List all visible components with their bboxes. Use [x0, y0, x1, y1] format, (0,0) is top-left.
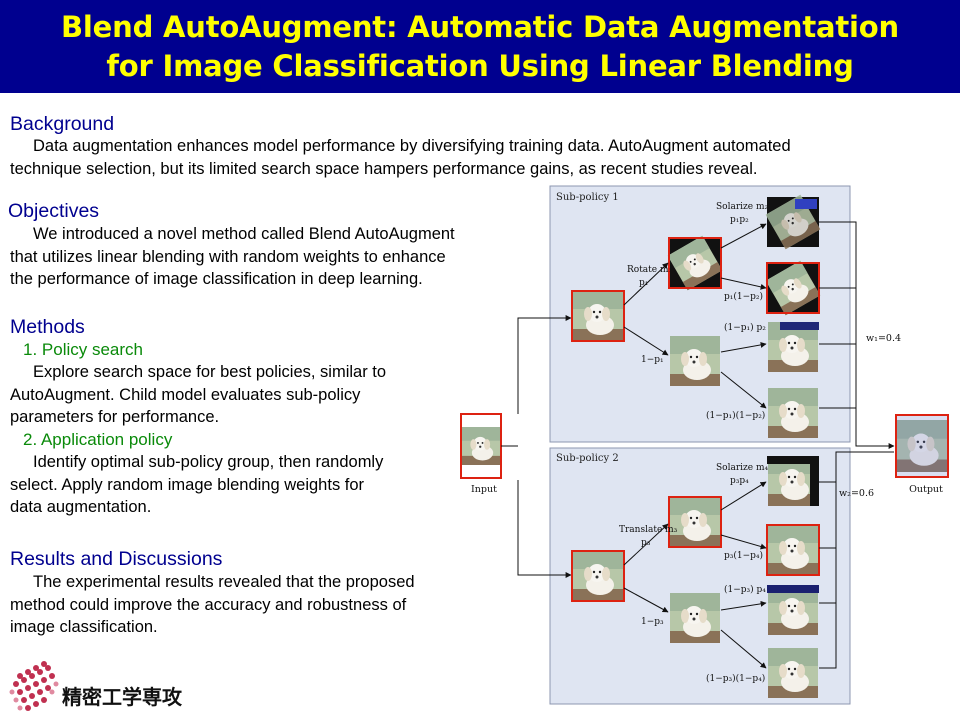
sp2-translate-frame	[668, 496, 722, 548]
background-line-2: technique selection, but its limited sea…	[10, 159, 758, 178]
sp2-solarize-label: Solarize m₄	[716, 463, 768, 473]
sp1-source-image	[573, 291, 623, 341]
background-line-1: Data augmentation enhances model perform…	[33, 137, 791, 155]
sp1-output-arrow	[855, 412, 895, 449]
results-text: The experimental results revealed that t…	[10, 571, 470, 639]
sp1-1mp1-label: 1−p₁	[641, 355, 664, 365]
sp2-solarize-image	[767, 456, 819, 506]
sp1-p1-label: p₁	[639, 278, 648, 288]
department-name: 精密工学専攻	[62, 685, 182, 709]
sp2-arrow-solarize	[720, 481, 767, 511]
sp1-top-to-output-line	[819, 221, 857, 412]
background-heading: Background	[10, 113, 115, 135]
sp1-rotated-image	[667, 235, 723, 291]
sp1-identity-2-image	[768, 388, 818, 438]
sp2-identity-image	[670, 593, 720, 643]
sub-policy-1-title: Sub-policy 1	[556, 192, 619, 203]
sub-policy-2-title: Sub-policy 2	[556, 453, 619, 464]
sp1-p1-1mp2-label: p₁(1−p₂)	[724, 291, 763, 302]
sp1-solarize-only-image	[768, 322, 819, 372]
input-to-sp1-arrow	[517, 315, 572, 414]
sp1-arrow-solarize-2	[720, 341, 767, 353]
sp1-rotate-label: Rotate m₁	[627, 265, 672, 275]
sp1-arrow-identity	[623, 326, 669, 356]
title-banner: Blend AutoAugment: Automatic Data Augmen…	[0, 0, 960, 93]
objectives-line-2: that utilizes linear blending with rando…	[10, 247, 446, 266]
title-line-2: for Image Classification Using Linear Bl…	[106, 49, 854, 83]
sp1-identity-image	[670, 336, 720, 386]
objectives-heading: Objectives	[8, 200, 100, 222]
sp2-1mp3-p4-label: (1−p₃) p₄	[724, 584, 766, 595]
sp1-arrow-solarize	[720, 223, 767, 249]
results-line-1: The experimental results revealed that t…	[33, 573, 415, 591]
methods-sub2-line-2: select. Apply random image blending weig…	[10, 475, 365, 494]
methods-sub1-line-2: AutoAugment. Child model evaluates sub-p…	[10, 385, 361, 404]
sp2-translate-only-image	[766, 524, 820, 576]
objectives-line-1: We introduced a novel method called Blen…	[33, 225, 455, 243]
methods-sub1-line-1: Explore search space for best policies, …	[33, 363, 387, 381]
methods-sub2-line-3: data augmentation.	[10, 498, 152, 516]
input-image	[462, 427, 500, 465]
weight-w2-label: w₂=0.6	[839, 488, 874, 499]
results-line-2: method could improve the accuracy and ro…	[10, 595, 407, 614]
results-heading: Results and Discussions	[10, 548, 223, 570]
output-label: Output	[909, 484, 943, 495]
input-label: Input	[471, 484, 497, 495]
sp1-solarize-label: Solarize m₂	[716, 202, 768, 212]
sp2-1mp3-1mp4-label: (1−p₃)(1−p₄)	[706, 673, 765, 684]
methods-sub-application-policy: 2. Application policy	[23, 430, 173, 449]
methods-sub1-line-3: parameters for performance.	[10, 408, 220, 426]
input-to-sp2-arrow	[517, 480, 572, 578]
department-logo-icon	[9, 661, 59, 711]
blend-autoaugment-figure: Sub-policy 1 Sub-policy 2 Input Rotate m…	[460, 185, 949, 705]
methods-sub2-line-1: Identify optimal sub-policy group, then …	[33, 453, 384, 471]
methods-sub2-text: Identify optimal sub-policy group, then …	[10, 451, 450, 519]
sp1-1mp1-p2-label: (1−p₁) p₂	[724, 322, 766, 333]
sp2-1mp3-label: 1−p₃	[641, 617, 664, 627]
sp2-p3p4-label: p₃p₄	[730, 476, 749, 486]
sp2-identity-2-image	[768, 648, 818, 698]
sp2-arrow-no-solarize	[720, 534, 767, 550]
sp2-arrow-solarize-2	[720, 600, 767, 611]
sp2-translate-label: Translate m₃	[619, 525, 678, 535]
sp1-rotate-only-image	[765, 260, 821, 316]
sp2-output-line	[819, 451, 894, 483]
output-image	[895, 414, 949, 478]
sp2-p3-1mp4-label: p₃(1−p₄)	[724, 550, 763, 561]
sp1-arrow-rotate	[623, 262, 669, 306]
methods-heading: Methods	[10, 316, 85, 338]
weight-w1-label: w₁=0.4	[866, 333, 901, 344]
title-line-1: Blend AutoAugment: Automatic Data Augmen…	[61, 10, 899, 44]
sp2-p3-label: p₃	[641, 538, 651, 548]
sp2-source-frame	[571, 550, 625, 602]
sp2-source-image	[573, 551, 623, 601]
results-line-3: image classification.	[10, 618, 158, 636]
sp1-1mp1-1mp2-label: (1−p₁)(1−p₂)	[706, 410, 765, 421]
sp2-solarize-only-image	[767, 585, 819, 635]
background-text: Data augmentation enhances model perform…	[10, 135, 955, 180]
sp1-solarize-image	[765, 194, 821, 250]
methods-sub1-text: Explore search space for best policies, …	[10, 361, 450, 429]
sp1-source-frame	[571, 290, 625, 342]
sp1-p1p2-label: p₁p₂	[730, 215, 749, 225]
sp2-arrow-translate	[623, 523, 669, 566]
sp2-arrow-identity-2	[720, 629, 767, 669]
objectives-text: We introduced a novel method called Blen…	[10, 223, 520, 291]
objectives-line-3: the performance of image classification …	[10, 270, 423, 288]
sp2-translate-image	[670, 497, 720, 547]
sp1-arrow-identity-2	[720, 371, 767, 409]
sp2-arrow-identity	[623, 587, 669, 613]
sp1-arrow-no-solarize	[720, 277, 767, 290]
methods-sub-policy-search: 1. Policy search	[23, 340, 143, 359]
sp2-bottom-line	[819, 482, 837, 669]
